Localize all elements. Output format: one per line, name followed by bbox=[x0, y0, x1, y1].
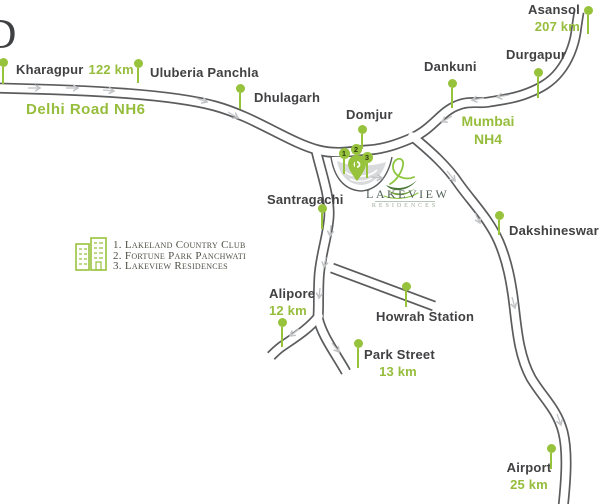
map-pin-asansol bbox=[583, 5, 593, 34]
pin-head-icon bbox=[277, 317, 287, 327]
pin-number: 1 bbox=[338, 147, 350, 159]
pin-head-icon bbox=[0, 57, 8, 67]
map-pin-domjur bbox=[357, 124, 367, 149]
map-pin-kharagpur bbox=[0, 57, 8, 84]
map-pin-park-street bbox=[353, 338, 363, 368]
map-pin-santragachi bbox=[317, 203, 327, 229]
location-name: Alipore bbox=[269, 286, 316, 301]
location-distance: 122 km bbox=[88, 62, 134, 77]
legend: 1. Lakeland Country Club 2. Fortune Park… bbox=[113, 240, 246, 272]
pin-head-icon bbox=[353, 338, 363, 348]
pin-stem bbox=[354, 154, 358, 169]
pin-head-icon bbox=[494, 210, 504, 220]
location-name: Kharagpur bbox=[16, 62, 84, 77]
location-name: Howrah Station bbox=[376, 309, 475, 324]
map-pin-airport bbox=[546, 443, 556, 469]
pin-head-icon bbox=[546, 443, 556, 453]
location-distance: 13 km bbox=[379, 363, 417, 379]
pin-stem bbox=[342, 158, 346, 174]
road-label-line: NH4 bbox=[473, 131, 502, 148]
pin-head-icon bbox=[447, 78, 457, 88]
location-name: Airport bbox=[506, 460, 552, 475]
pin-head-icon bbox=[133, 58, 143, 68]
location-label-uluberia-panchla: Uluberia Panchla bbox=[150, 65, 259, 81]
pin-stem bbox=[536, 76, 540, 98]
traffic-arrows bbox=[28, 88, 561, 425]
pin-head-icon bbox=[401, 281, 411, 291]
site-pin-3: 3 bbox=[361, 151, 373, 178]
location-name: Domjur bbox=[346, 107, 393, 122]
pin-head-icon bbox=[533, 67, 543, 77]
pin-stem bbox=[356, 347, 360, 368]
site-pointer-arrow bbox=[370, 177, 382, 178]
pin-stem bbox=[1, 66, 5, 84]
logo-divider bbox=[375, 201, 435, 202]
map-pin-dankuni bbox=[447, 78, 457, 108]
pin-stem bbox=[586, 14, 590, 34]
location-label-dankuni: Dankuni bbox=[424, 59, 477, 75]
location-name: Santragachi bbox=[267, 192, 344, 207]
pin-stem bbox=[320, 212, 324, 229]
lakeview-logo-icon bbox=[383, 157, 419, 199]
site-pin-1: 1 bbox=[338, 147, 350, 174]
location-label-domjur: Domjur bbox=[346, 107, 393, 123]
location-name: Dankuni bbox=[424, 59, 477, 74]
location-name: Park Street bbox=[364, 347, 435, 362]
road-label-mumbai-nh4: Mumbai NH4 bbox=[458, 112, 518, 148]
road-outlines bbox=[0, 11, 585, 504]
pin-stem bbox=[549, 452, 553, 469]
location-label-asansol: Asansol 207 km bbox=[526, 2, 580, 35]
location-label-kharagpur: Kharagpur 122 km bbox=[16, 62, 134, 78]
location-label-howrah-station: Howrah Station bbox=[376, 309, 475, 325]
pin-number: 2 bbox=[350, 143, 362, 155]
pin-stem bbox=[404, 290, 408, 307]
location-name: Asansol bbox=[528, 2, 580, 17]
map-pin-alipore bbox=[277, 317, 287, 347]
pin-head-icon bbox=[357, 124, 367, 134]
pin-stem bbox=[497, 219, 501, 235]
pin-stem bbox=[280, 326, 284, 347]
map-pin-howrah-station bbox=[401, 281, 411, 307]
location-distance: 12 km bbox=[269, 302, 307, 318]
map-pin-durgapur bbox=[533, 67, 543, 98]
location-name: Durgapur bbox=[506, 47, 567, 62]
road-label-line: Mumbai bbox=[461, 113, 515, 129]
pin-stem bbox=[365, 162, 369, 178]
location-label-park-street: Park Street 13 km bbox=[364, 347, 435, 380]
location-label-dakshineswar: Dakshineswar bbox=[509, 223, 599, 239]
location-label-durgapur: Durgapur bbox=[506, 47, 567, 63]
buildings-icon bbox=[75, 237, 107, 271]
pin-stem bbox=[136, 67, 140, 83]
location-name: Uluberia Panchla bbox=[150, 65, 259, 80]
legend-item: 3. Lakeview Residences bbox=[113, 260, 228, 272]
pin-stem bbox=[238, 92, 242, 109]
location-label-alipore: Alipore 12 km bbox=[269, 286, 316, 319]
pin-head-icon bbox=[583, 5, 593, 15]
location-name: Dakshineswar bbox=[509, 223, 599, 238]
pin-number: 3 bbox=[361, 151, 373, 163]
logo-tagline: RESIDENCES bbox=[371, 203, 439, 209]
location-label-dhulagarh: Dhulagarh bbox=[254, 90, 321, 106]
pin-stem bbox=[360, 133, 364, 149]
location-distance: 25 km bbox=[510, 476, 548, 492]
pin-head-icon bbox=[317, 203, 327, 213]
site-pin-2: 2 bbox=[350, 143, 362, 169]
location-distance: 207 km bbox=[534, 18, 580, 34]
pin-head-icon bbox=[235, 83, 245, 93]
location-label-airport: Airport 25 km bbox=[504, 460, 554, 493]
legend-item: 2. Fortune Park Panchwati bbox=[113, 249, 246, 262]
map-pin-dakshineswar bbox=[494, 210, 504, 235]
legend-item: 1. Lakeland Country Club bbox=[113, 239, 246, 251]
logo-wordmark: LAKEVIEW bbox=[366, 187, 450, 201]
map-pin-dhulagarh bbox=[235, 83, 245, 109]
map-pin-uluberia-panchla bbox=[133, 58, 143, 83]
road-label-delhi-road-nh6: Delhi Road NH6 bbox=[26, 101, 146, 118]
location-name: Dhulagarh bbox=[254, 90, 321, 105]
location-label-santragachi: Santragachi bbox=[267, 192, 344, 208]
partial-letter: D bbox=[0, 12, 17, 58]
pin-stem bbox=[450, 87, 454, 108]
